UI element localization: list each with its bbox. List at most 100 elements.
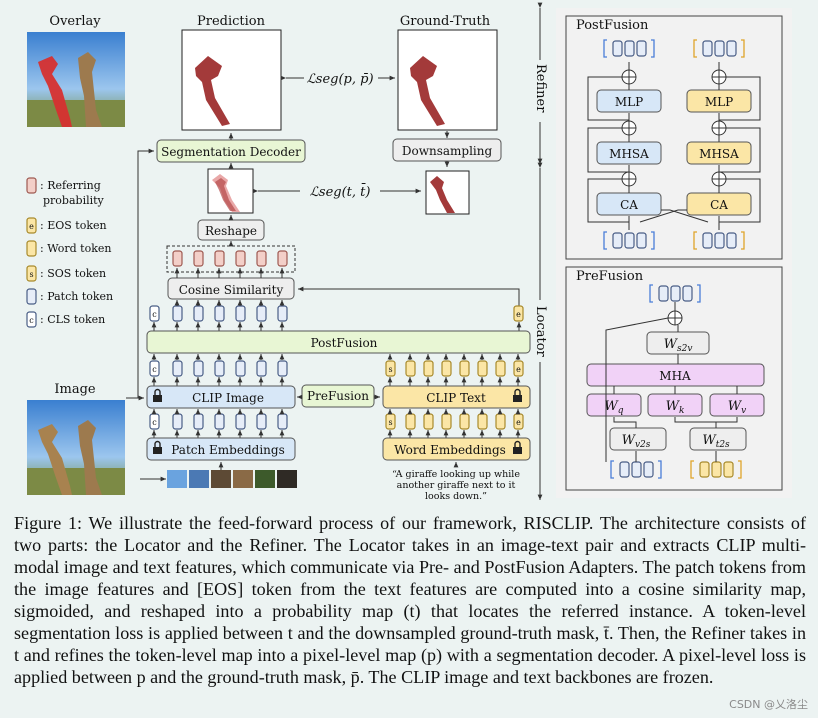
token xyxy=(714,232,725,249)
prefusion-wv2s-label: Wv2s xyxy=(622,433,651,450)
legend-swatch: c xyxy=(26,311,37,328)
patch-token xyxy=(235,305,246,322)
caption-text: Figure 1: We illustrate the feed-forward… xyxy=(14,513,806,687)
probability-token xyxy=(172,250,183,267)
patch-token xyxy=(193,305,204,322)
prefusion-ws2v-label: Ws2v xyxy=(664,337,693,354)
patch-token xyxy=(256,413,267,430)
prediction-mask xyxy=(181,29,282,131)
word-token xyxy=(459,360,470,377)
eos-token: e xyxy=(513,413,524,430)
probability-token xyxy=(235,250,246,267)
clip-image-lock-icon xyxy=(153,388,162,402)
patch-token xyxy=(277,305,288,322)
word-token xyxy=(441,413,452,430)
downsampling-label: Downsampling xyxy=(402,144,493,158)
word-token xyxy=(495,360,506,377)
input-image xyxy=(27,400,125,495)
patch-embeddings-lock-icon xyxy=(153,440,162,454)
text-prompt-line-3: looks down.” xyxy=(425,491,487,502)
legend-swatch: e xyxy=(26,217,37,234)
patch-token xyxy=(214,413,225,430)
text-prompt-line-2: another giraffe next to it xyxy=(397,480,516,491)
svg-text:c: c xyxy=(152,365,157,374)
cosine-similarity-block xyxy=(167,277,295,300)
svg-text:e: e xyxy=(29,222,34,231)
postfusion-label: PostFusion xyxy=(311,336,378,350)
token xyxy=(702,40,713,57)
token-probability-map xyxy=(207,168,254,214)
probability-token xyxy=(256,250,267,267)
patch-token xyxy=(193,413,204,430)
clip-text-block xyxy=(382,385,531,409)
token xyxy=(612,232,623,249)
ground-truth-mask xyxy=(397,29,498,131)
word-token xyxy=(405,413,416,430)
postfusion-out-image-tokens xyxy=(603,39,655,58)
token xyxy=(711,461,722,478)
word-token xyxy=(459,413,470,430)
sos-token: s xyxy=(385,360,396,377)
legend-label: : CLS token xyxy=(40,313,105,326)
reshape-label: Reshape xyxy=(205,224,257,238)
prediction-label: Prediction xyxy=(197,14,266,29)
prefusion-in-text-tokens xyxy=(690,460,742,479)
eos-token: e xyxy=(513,305,524,322)
patch-token xyxy=(214,305,225,322)
prefusion-wt2s-label: Wt2s xyxy=(702,433,730,450)
prefusion-mha-label: MHA xyxy=(659,369,691,383)
cls-token: c xyxy=(149,413,160,430)
svg-text:s: s xyxy=(388,418,392,427)
patch-token xyxy=(235,413,246,430)
svg-text:s: s xyxy=(388,365,392,374)
patch-token xyxy=(193,360,204,377)
token xyxy=(702,232,713,249)
probability-token xyxy=(193,250,204,267)
patch-embeddings-block xyxy=(146,437,296,461)
postfusion-panel-connectors xyxy=(587,62,761,230)
legend-label: : Word token xyxy=(40,242,111,255)
token xyxy=(726,40,737,57)
probability-token xyxy=(214,250,225,267)
postfusion-out-text-tokens xyxy=(693,39,745,58)
token xyxy=(699,461,710,478)
word-embeddings-block xyxy=(382,437,531,461)
postfusion-ca-image-label: CA xyxy=(620,198,638,212)
cls-token: c xyxy=(149,360,160,377)
postfusion-panel-title: PostFusion xyxy=(576,18,649,33)
svg-text:e: e xyxy=(516,418,521,427)
probability-tokens xyxy=(172,250,288,267)
sos-token: s xyxy=(385,413,396,430)
patch-token xyxy=(214,360,225,377)
legend-swatch: s xyxy=(26,265,37,282)
svg-text:c: c xyxy=(29,316,34,325)
prefusion-wv2s-block xyxy=(609,427,667,451)
svg-text:c: c xyxy=(152,418,157,427)
overlay-label: Overlay xyxy=(49,14,101,29)
ground-truth-label: Ground-Truth xyxy=(400,14,491,29)
downsampled-ground-truth xyxy=(425,170,470,215)
token xyxy=(612,40,623,57)
postfusion-mlp-text-label: MLP xyxy=(705,95,733,109)
word-token xyxy=(477,413,488,430)
legend-label: : Patch token xyxy=(40,290,113,303)
clip-text-lock-icon xyxy=(513,388,522,402)
svg-text:e: e xyxy=(516,310,521,319)
probability-token-group xyxy=(166,245,296,273)
image-patches-strip xyxy=(140,470,297,488)
token xyxy=(624,40,635,57)
image-label: Image xyxy=(54,382,96,397)
token xyxy=(682,285,693,302)
token xyxy=(636,232,647,249)
eos-token: e xyxy=(513,360,524,377)
legend-swatch xyxy=(26,288,37,305)
prefusion-label: PreFusion xyxy=(307,389,369,403)
prefusion-wq-label: Wq xyxy=(604,399,623,416)
figure-caption: Figure 1: We illustrate the feed-forward… xyxy=(14,512,806,688)
prefusion-panel-output-tokens xyxy=(649,284,701,303)
word-token xyxy=(441,360,452,377)
postfusion-in-image-tokens xyxy=(603,231,655,250)
word-token xyxy=(423,360,434,377)
